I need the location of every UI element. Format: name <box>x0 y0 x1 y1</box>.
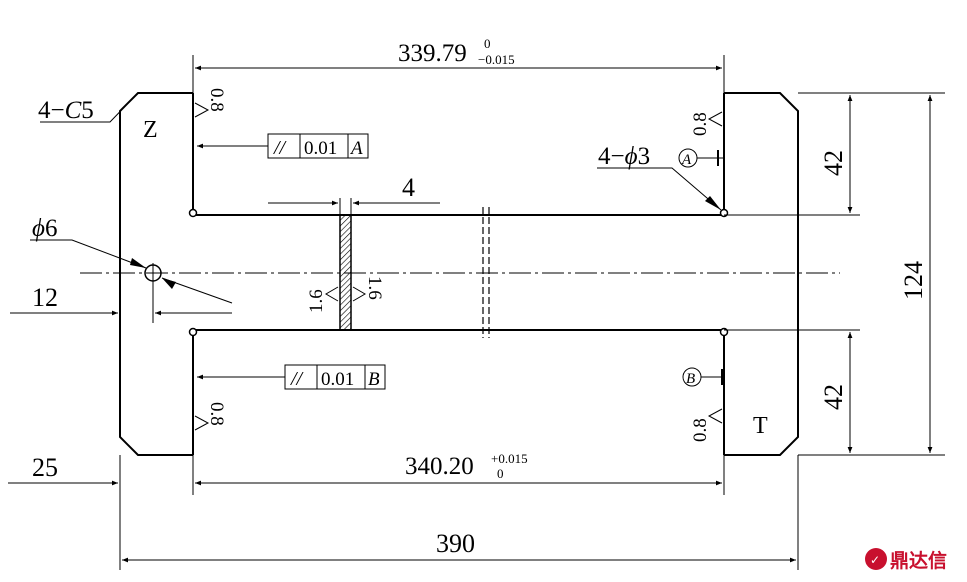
right-bottom-value: 42 <box>819 384 848 410</box>
bottom-tol-lower: 0 <box>497 466 504 481</box>
roughness-bottom-left: 0.8 <box>206 402 227 426</box>
datum-b-label: B <box>686 371 695 387</box>
top-tol-upper: 0 <box>484 36 491 51</box>
top-tol-lower: −0.015 <box>478 52 515 67</box>
bottom-tol-upper: +0.015 <box>491 451 528 466</box>
overall-value: 390 <box>436 529 475 558</box>
fcf-boxes <box>267 133 386 390</box>
roughness-slot-left: 1.6 <box>306 289 327 313</box>
pin-hole-label: 4−ϕ3 <box>598 143 650 170</box>
datum-b-circle <box>682 367 702 387</box>
face-z-label: Z <box>143 117 158 143</box>
leader-arrowheads <box>130 196 721 289</box>
roughness-symbols <box>194 102 723 431</box>
roughness-top-left: 0.8 <box>206 88 227 112</box>
right-flange <box>724 92 799 456</box>
top-length-value: 339.79 <box>398 40 467 67</box>
watermark-logo-icon <box>865 548 887 570</box>
part-outline <box>119 92 799 456</box>
fcf-bottom-value: 0.01 <box>321 369 354 390</box>
chamfer-label: 4−C5 <box>38 97 94 124</box>
roughness-top-right: 0.8 <box>690 112 711 136</box>
right-top-value: 42 <box>819 150 848 176</box>
pin-holes <box>188 208 729 337</box>
svg-text:✓: ✓ <box>870 553 880 567</box>
fcf-bottom-datum: B <box>368 369 380 390</box>
fcf-bottom-symbol: // <box>290 368 305 390</box>
fcf-top-symbol: // <box>273 137 288 159</box>
left-flange <box>119 92 193 456</box>
right-mid-value: 124 <box>899 261 928 300</box>
hole-offset-value: 12 <box>32 283 58 312</box>
roughness-bottom-right: 0.8 <box>690 418 711 442</box>
slot-width-value: 4 <box>402 173 415 202</box>
datum-a-circle <box>678 148 698 168</box>
watermark-text: 鼎达信 <box>890 549 947 572</box>
datum-a-label: A <box>681 152 692 168</box>
left-offset-value: 25 <box>32 453 58 482</box>
bottom-length-value: 340.20 <box>405 453 474 480</box>
roughness-slot-right: 1.6 <box>364 276 385 300</box>
fcf-top-value: 0.01 <box>304 138 337 159</box>
leaders <box>30 92 724 385</box>
hole-phi6-label: ϕ6 <box>32 215 57 242</box>
watermark: ✓ 鼎达信 <box>865 548 947 572</box>
dimension-lines <box>8 55 945 570</box>
fcf-top-datum: A <box>349 138 363 159</box>
face-t-label: T <box>753 413 768 439</box>
